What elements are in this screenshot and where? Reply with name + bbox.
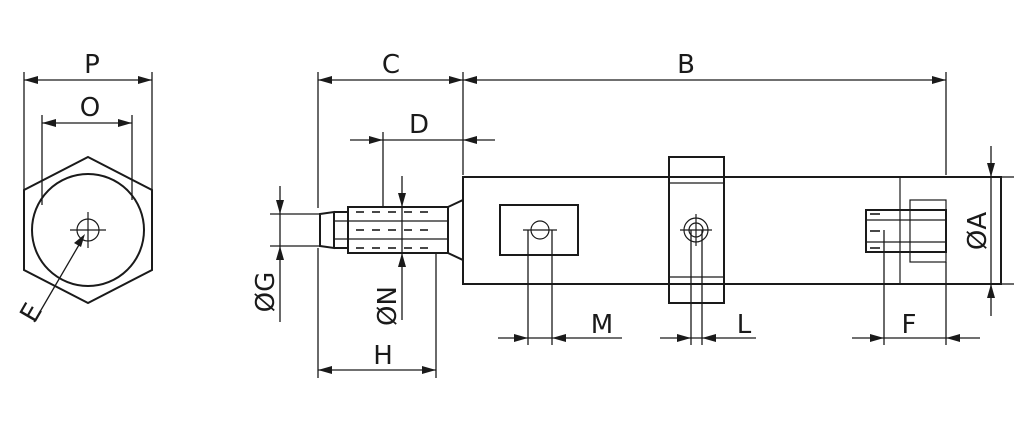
label-M: M: [591, 310, 613, 340]
dim-D-arrow-right: [463, 136, 477, 144]
label-A: ØA: [963, 212, 993, 250]
dim-N-arrow-top: [398, 193, 406, 207]
dim-A-arrow-top: [987, 163, 995, 177]
side-view: [270, 72, 1014, 378]
dim-M-arrow-left: [514, 334, 528, 342]
dim-C-arrow-right: [449, 76, 463, 84]
dim-E-leader: [33, 237, 84, 323]
mount-bracket: [668, 156, 725, 304]
dim-H-arrow-left: [318, 366, 332, 374]
rod-hatching: [356, 211, 428, 249]
dim-B-arrow-left: [463, 76, 477, 84]
label-N: ØN: [373, 286, 403, 326]
end-view: [23, 72, 153, 323]
dim-B-arrow-right: [932, 76, 946, 84]
rod-shoulder: [447, 198, 464, 262]
dim-F-arrow-right: [946, 334, 960, 342]
rear-fitting-flange: [909, 199, 947, 263]
label-F: F: [902, 310, 917, 340]
dim-F-arrow-left: [870, 334, 884, 342]
label-B: B: [677, 50, 695, 80]
label-E: E: [15, 298, 49, 327]
dim-C-arrow-left: [318, 76, 332, 84]
dim-P-arrow-right: [138, 76, 152, 84]
dim-D-arrow-left: [369, 136, 383, 144]
dim-E-arrow: [74, 234, 85, 247]
dim-O-arrow-right: [118, 119, 132, 127]
dim-A-arrow-bot: [987, 284, 995, 298]
dim-L-arrow-left: [677, 334, 691, 342]
dim-P-arrow-left: [24, 76, 38, 84]
label-D: D: [409, 110, 429, 140]
dim-M-arrow-right: [552, 334, 566, 342]
rear-fitting-hatching: [870, 213, 880, 249]
dim-N-arrow-bot: [398, 253, 406, 267]
dimension-labels: P O E C B D ØG ØN H M L F ØA: [15, 50, 993, 371]
label-G: ØG: [251, 272, 281, 313]
threaded-rod: [347, 206, 449, 254]
dim-O-arrow-left: [42, 119, 56, 127]
label-C: C: [382, 50, 400, 80]
port-1-block: [499, 204, 579, 256]
dim-G-arrow-top: [276, 200, 284, 214]
label-L: L: [737, 310, 752, 340]
label-O: O: [80, 93, 100, 123]
rod-tip: [319, 210, 335, 250]
dim-G-arrow-bot: [276, 246, 284, 260]
dim-L-arrow-right: [702, 334, 716, 342]
label-P: P: [84, 50, 100, 80]
end-circle: [31, 173, 145, 287]
dim-H-arrow-right: [422, 366, 436, 374]
label-H: H: [373, 341, 393, 371]
